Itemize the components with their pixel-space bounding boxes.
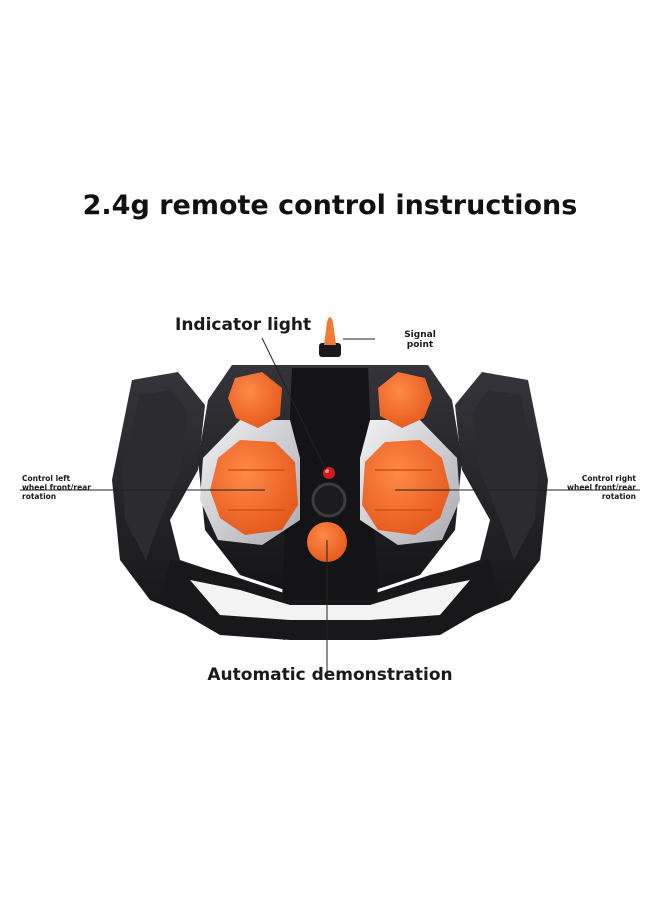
right-control-line2: wheel front/rear (567, 483, 636, 492)
top-right-button[interactable] (378, 372, 432, 428)
indicator-light-label: Indicator light (175, 315, 312, 335)
indicator-line (261, 337, 327, 471)
left-wheel-control[interactable] (210, 440, 298, 535)
right-grip (370, 372, 548, 640)
auto-demo-label: Automatic demonstration (207, 665, 453, 685)
indicator-led (323, 467, 335, 479)
left-control-line1: Control left (22, 474, 71, 483)
right-control-label: Control right wheel front/rear rotation (567, 474, 636, 501)
left-control-line2: wheel front/rear (22, 483, 91, 492)
center-ring-button[interactable] (311, 482, 347, 518)
page-title: 2.4g remote control instructions (82, 190, 578, 221)
signal-point-label: Signal point (398, 330, 442, 350)
left-grip (112, 372, 290, 640)
signal-antenna (319, 317, 341, 357)
left-control-line3: rotation (22, 492, 57, 501)
signal-point-line2: point (406, 340, 434, 350)
right-control-line3: rotation (601, 492, 636, 501)
right-control-line1: Control right (581, 474, 636, 483)
right-wheel-control[interactable] (362, 440, 450, 535)
signal-point-line1: Signal (404, 330, 436, 340)
left-control-label: Control left wheel front/rear rotation (22, 474, 91, 501)
top-left-button[interactable] (228, 372, 282, 428)
